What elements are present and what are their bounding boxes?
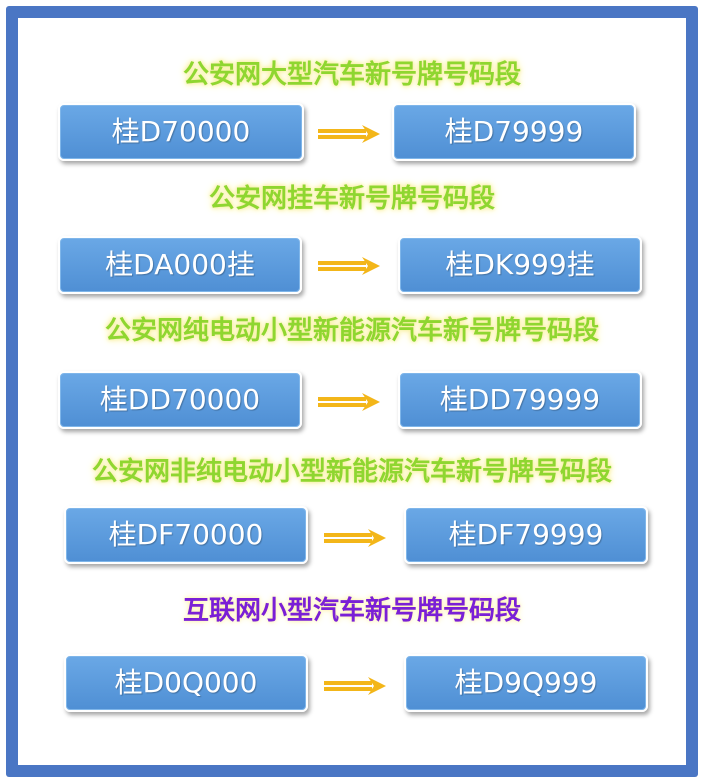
- plate-range-end: 桂D79999: [392, 103, 636, 161]
- plate-range-end: 桂D9Q999: [404, 654, 648, 712]
- section-title-non-pure-electric: 公安网非纯电动小型新能源汽车新号牌号码段: [91, 457, 612, 487]
- outer-frame: 公安网大型汽车新号牌号码段 桂D70000 桂D79999 公安网挂车新号牌号码…: [6, 6, 698, 777]
- section-title-large-vehicle: 公安网大型汽车新号牌号码段: [182, 60, 521, 90]
- right-arrow-icon: [324, 677, 386, 695]
- plate-range-start: 桂DA000挂: [58, 236, 302, 294]
- content-panel: 公安网大型汽车新号牌号码段 桂D70000 桂D79999 公安网挂车新号牌号码…: [18, 18, 686, 765]
- right-arrow-icon: [324, 529, 386, 547]
- right-arrow-icon: [318, 393, 380, 411]
- section-title-pure-electric: 公安网纯电动小型新能源汽车新号牌号码段: [104, 316, 599, 346]
- right-arrow-icon: [318, 125, 380, 143]
- plate-range-start: 桂DD70000: [58, 371, 302, 429]
- plate-range-start: 桂DF70000: [64, 506, 308, 564]
- plate-range-end: 桂DD79999: [398, 371, 642, 429]
- section-title-trailer: 公安网挂车新号牌号码段: [208, 184, 495, 214]
- plate-range-end: 桂DF79999: [404, 506, 648, 564]
- right-arrow-icon: [318, 257, 380, 275]
- section-title-internet-small-vehicle: 互联网小型汽车新号牌号码段: [182, 596, 521, 626]
- plate-range-end: 桂DK999挂: [398, 236, 642, 294]
- plate-range-start: 桂D70000: [58, 103, 304, 161]
- plate-range-start: 桂D0Q000: [64, 654, 308, 712]
